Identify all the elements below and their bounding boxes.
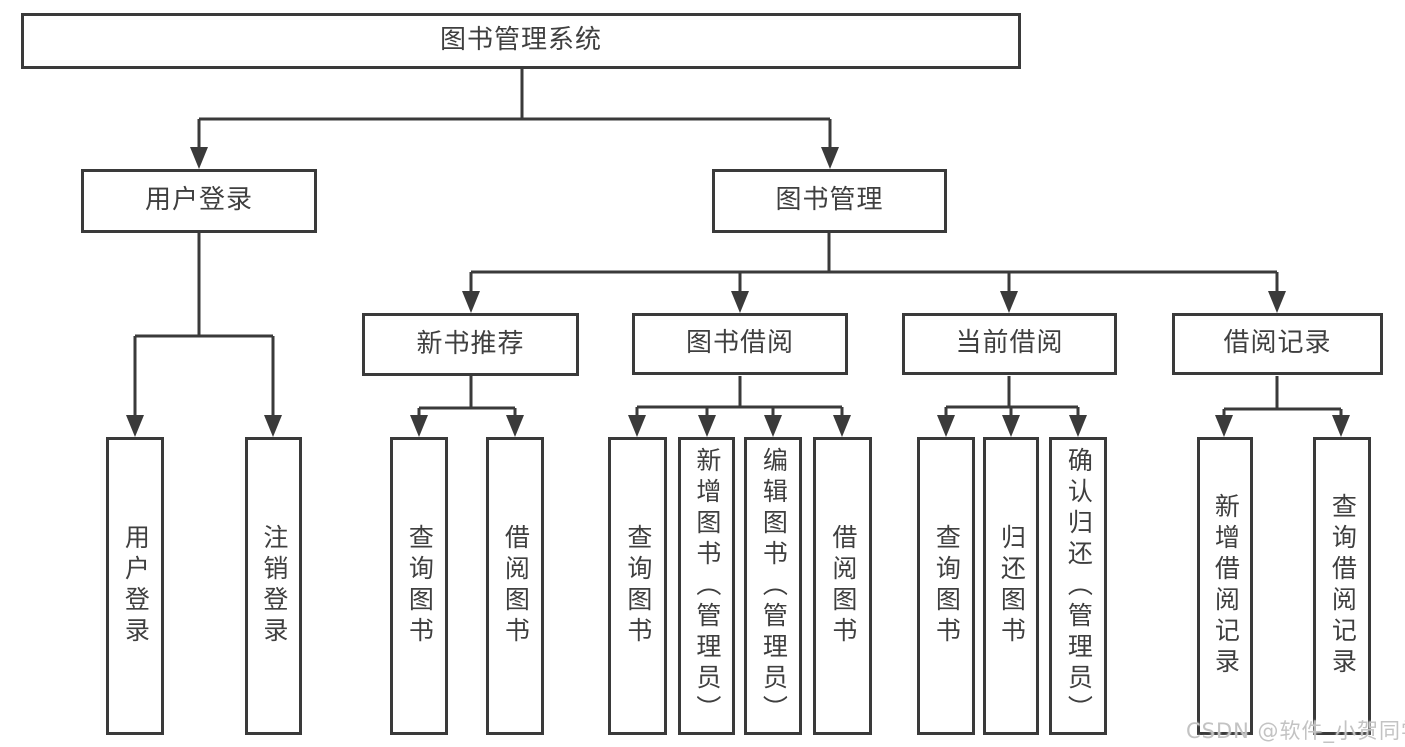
connector-new-book-branch xyxy=(410,376,524,437)
node-book-borrowing: 图书借阅 xyxy=(632,313,848,375)
node-label: 借阅图书 xyxy=(828,524,858,648)
leaf-borrow-books: 借阅图书 xyxy=(813,437,872,735)
connector-borrow-records-branch xyxy=(1215,376,1350,437)
node-label: 借阅记录 xyxy=(1223,328,1332,359)
node-label: 归还图书 xyxy=(997,524,1027,648)
leaf-logout: 注销登录 xyxy=(245,437,302,735)
node-label: 确认归还（管理员） xyxy=(1064,446,1094,726)
connector-book-management-branch xyxy=(462,233,1286,313)
node-new-book-recommendation: 新书推荐 xyxy=(362,313,579,376)
node-label: 查询图书 xyxy=(623,524,653,648)
node-label: 借阅图书 xyxy=(501,524,531,648)
node-borrowing-records: 借阅记录 xyxy=(1172,313,1383,375)
node-label: 查询借阅记录 xyxy=(1328,493,1358,679)
node-label: 新增图书（管理员） xyxy=(692,446,722,726)
node-label: 注销登录 xyxy=(259,524,289,648)
connector-current-borrow-branch xyxy=(937,376,1087,437)
leaf-newbook-query-books: 查询图书 xyxy=(390,437,448,735)
leaf-current-query-books: 查询图书 xyxy=(917,437,975,735)
node-label: 用户登录 xyxy=(144,185,253,216)
leaf-borrow-query-books: 查询图书 xyxy=(608,437,667,735)
node-current-borrowing: 当前借阅 xyxy=(902,313,1117,375)
leaf-edit-books-admin: 编辑图书（管理员） xyxy=(744,437,802,735)
node-label: 查询图书 xyxy=(932,524,962,648)
node-label: 新增借阅记录 xyxy=(1211,493,1241,679)
leaf-return-books: 归还图书 xyxy=(983,437,1039,735)
connector-book-borrow-branch xyxy=(628,376,851,437)
leaf-add-books-admin: 新增图书（管理员） xyxy=(678,437,735,735)
connector-user-login-branch xyxy=(126,233,282,437)
node-label: 新书推荐 xyxy=(416,328,525,359)
node-label: 图书管理系统 xyxy=(439,25,602,56)
leaf-newbook-borrow-books: 借阅图书 xyxy=(486,437,544,735)
connector-root-branch xyxy=(190,69,839,169)
node-label: 图书管理 xyxy=(775,185,884,216)
leaf-user-login: 用户登录 xyxy=(106,437,164,735)
leaf-add-borrow-record: 新增借阅记录 xyxy=(1197,437,1253,735)
node-library-management-system: 图书管理系统 xyxy=(21,13,1021,69)
leaf-confirm-return-admin: 确认归还（管理员） xyxy=(1049,437,1107,735)
node-label: 编辑图书（管理员） xyxy=(759,446,789,726)
node-label: 用户登录 xyxy=(121,524,151,648)
leaf-query-borrow-record: 查询借阅记录 xyxy=(1313,437,1371,735)
node-book-management: 图书管理 xyxy=(712,169,947,233)
node-user-login: 用户登录 xyxy=(81,169,317,233)
node-label: 当前借阅 xyxy=(955,328,1064,359)
node-label: 图书借阅 xyxy=(685,328,794,359)
node-label: 查询图书 xyxy=(405,524,435,648)
csdn-watermark: CSDN @软件_小贺同学 xyxy=(1186,719,1405,743)
